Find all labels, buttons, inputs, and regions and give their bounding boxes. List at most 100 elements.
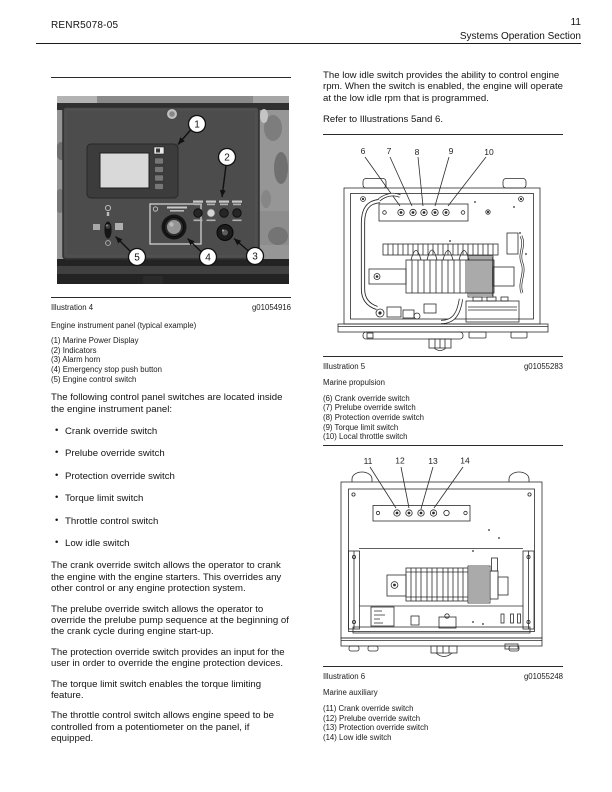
list-item: Protection override switch [51, 470, 291, 482]
callout-numbers: 6 7 8 9 10 [361, 146, 494, 157]
legend-item: (10) Local throttle switch [323, 432, 408, 442]
illustration5-legend: (6) Crank override switch (7) Prelube ov… [323, 394, 563, 442]
marine-propulsion-drawing: 6 7 8 9 10 [337, 146, 549, 351]
legend-item: (5) Engine control switch [51, 374, 137, 384]
page-header-right: 11 Systems Operation Section [460, 16, 581, 43]
section-title: Systems Operation Section [459, 30, 581, 42]
legend-item: (11) Crank override switch [323, 703, 414, 713]
illustration6-top-rule [323, 444, 563, 446]
switch-row [372, 504, 471, 522]
illustration-code: g01055283 [523, 361, 563, 371]
illustration5-caption: Marine propulsion [323, 378, 385, 388]
display-button [154, 183, 164, 190]
body-paragraph: The crank override switch allows the ope… [51, 560, 282, 595]
svg-text:3: 3 [252, 252, 258, 263]
emergency-stop [149, 203, 202, 245]
legend-item: (2) Indicators [51, 345, 97, 355]
alarm-horn [216, 224, 234, 241]
marine-power-display [86, 143, 179, 199]
terminal-block [465, 296, 520, 323]
legend-item: (14) Low idle switch [323, 732, 392, 742]
indicator-lights [193, 200, 242, 222]
engine-control-switch [93, 204, 123, 246]
left-column: 1 2 3 4 [51, 77, 291, 745]
illustration4-bottom-rule [51, 297, 291, 298]
legend-item: (7) Prelube override switch [323, 403, 416, 413]
illustration4-top-rule [51, 77, 291, 78]
display-button [154, 174, 164, 182]
svg-text:11: 11 [364, 456, 373, 466]
instrument-panel-photo: 1 2 3 4 [57, 96, 289, 284]
svg-text:14: 14 [460, 455, 470, 465]
illustration5-top-rule [323, 133, 563, 135]
svg-text:1: 1 [194, 120, 200, 131]
callout-numbers: 11 12 13 14 [364, 455, 470, 466]
svg-text:2: 2 [224, 153, 230, 164]
illustration5-bottom-rule [323, 355, 563, 357]
legend-item: (9) Torque limit switch [323, 422, 399, 432]
body-paragraph: The throttle control switch allows engin… [51, 710, 274, 745]
intro-paragraph: The following control panel switches are… [51, 392, 283, 415]
svg-text:12: 12 [395, 455, 405, 465]
svg-text:13: 13 [428, 456, 438, 466]
svg-text:8: 8 [415, 147, 420, 157]
illustration6-caption: Marine auxiliary [323, 688, 378, 698]
page-number: 11 [570, 17, 581, 28]
legend-item: (6) Crank override switch [323, 393, 410, 403]
illustration4-legend: (1) Marine Power Display (2) Indicators … [51, 336, 291, 384]
legend-item: (4) Emergency stop push button [51, 364, 162, 374]
switch-bullet-list: Crank override switch Prelube override s… [51, 425, 291, 549]
legend-item: (1) Marine Power Display [51, 336, 139, 346]
illustration4-label-row: Illustration 4 g01054916 [51, 303, 291, 313]
illustration-label: Illustration 6 [323, 671, 366, 681]
right-column: The low idle switch provides the ability… [323, 0, 563, 742]
legend-item: (8) Protection override switch [323, 413, 424, 422]
display-button [154, 166, 164, 173]
bottom-plate-components [352, 606, 531, 634]
illustration-label: Illustration 4 [51, 303, 94, 312]
callout-markers: 1 2 3 4 [115, 114, 265, 267]
callout-3: 3 [233, 237, 265, 266]
illustration6-label-row: Illustration 6 g01055248 [323, 672, 563, 682]
list-item: Low idle switch [51, 537, 291, 549]
solenoid-assembly [368, 255, 515, 298]
solenoid-assembly [386, 557, 509, 604]
callout-1: 1 [177, 114, 207, 145]
control-box-drawing [340, 466, 543, 657]
svg-text:7: 7 [387, 146, 392, 156]
indicator-lamp [166, 108, 178, 120]
illustration4-caption: Engine instrument panel (typical example… [51, 320, 197, 330]
body-paragraph: The prelube override switch allows the o… [51, 603, 289, 638]
svg-text:4: 4 [205, 253, 211, 264]
marine-auxiliary-drawing: 11 12 13 14 [340, 455, 543, 657]
svg-text:9: 9 [449, 146, 454, 156]
illustration-label: Illustration 5 [323, 361, 366, 371]
illustration6-bottom-rule [323, 665, 563, 667]
svg-text:5: 5 [134, 253, 140, 264]
svg-text:10: 10 [484, 147, 494, 157]
body-paragraph: The torque limit switch enables the torq… [51, 678, 262, 702]
display-button [154, 157, 164, 165]
refer-paragraph: Refer to Illustrations 5and 6. [323, 114, 443, 126]
control-box-drawing [337, 156, 549, 351]
illustration-code: g01054916 [251, 303, 291, 312]
callout-2: 2 [217, 147, 237, 198]
illustration-code: g01055248 [523, 671, 563, 681]
svg-text:6: 6 [361, 146, 366, 156]
callout-5: 5 [115, 236, 147, 267]
callout-4: 4 [187, 237, 218, 267]
body-paragraph: The protection override switch provides … [51, 646, 285, 670]
header-rule [36, 43, 581, 44]
legend-item: (13) Protection override switch [323, 723, 429, 733]
body-paragraph: The low idle switch provides the ability… [323, 70, 563, 104]
legend-item: (12) Prelube override switch [323, 713, 421, 723]
illustration6-legend: (11) Crank override switch (12) Prelube … [323, 704, 563, 742]
illustration5-label-row: Illustration 5 g01055283 [323, 362, 563, 372]
legend-item: (3) Alarm horn [51, 355, 101, 365]
switch-row [378, 203, 491, 222]
list-item: Throttle control switch [51, 515, 291, 527]
document-number: RENR5078-05 [51, 20, 119, 31]
list-item: Crank override switch [51, 425, 291, 437]
list-item: Torque limit switch [51, 492, 291, 504]
